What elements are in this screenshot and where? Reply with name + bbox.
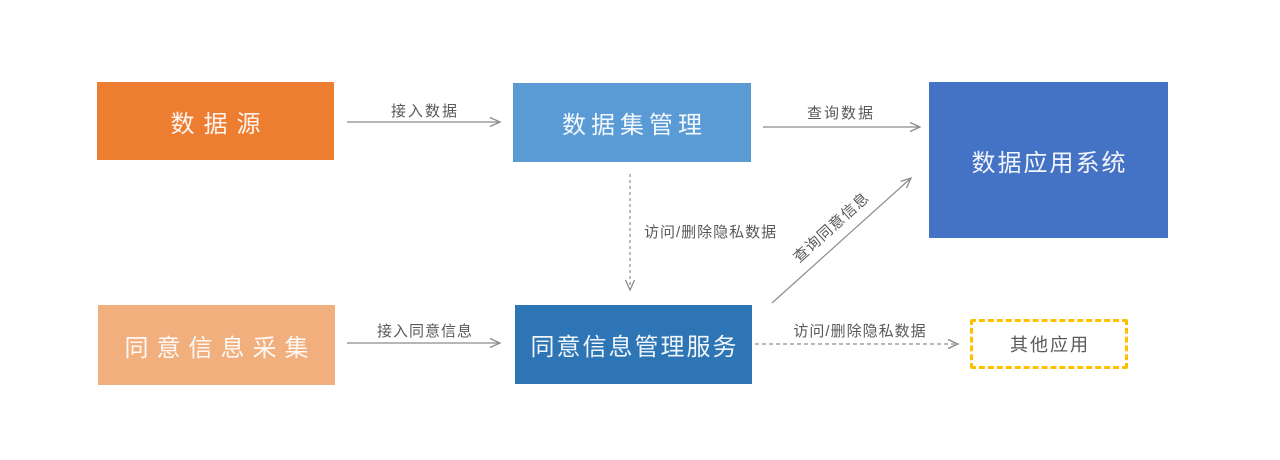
edge-query-consent-info-line bbox=[771, 176, 913, 304]
node-data-application-system-label: 数据应用系统 bbox=[971, 149, 1128, 177]
node-other-applications: 其他应用 bbox=[970, 319, 1128, 369]
edge-label-access-consent-info: 接入同意信息 bbox=[376, 323, 473, 340]
edge-label-query-data: 查询数据 bbox=[806, 105, 875, 122]
edge-label-access-delete-private-down: 访问/删除隐私数据 bbox=[644, 224, 778, 241]
node-data-source-label: 数据源 bbox=[170, 110, 270, 138]
node-data-source: 数据源 bbox=[97, 82, 334, 160]
node-consent-info-collection: 同意信息采集 bbox=[98, 305, 335, 385]
node-consent-management-service-label: 同意信息管理服务 bbox=[530, 334, 739, 361]
node-consent-management-service: 同意信息管理服务 bbox=[515, 305, 752, 384]
edge-label-access-delete-private-right: 访问/删除隐私数据 bbox=[793, 323, 927, 340]
edge-label-access-data: 接入数据 bbox=[390, 103, 459, 120]
node-consent-info-collection-label: 同意信息采集 bbox=[124, 334, 317, 362]
node-dataset-management-label: 数据集管理 bbox=[562, 112, 707, 139]
node-other-applications-label: 其他应用 bbox=[1010, 335, 1090, 355]
node-dataset-management: 数据集管理 bbox=[513, 83, 751, 162]
node-data-application-system: 数据应用系统 bbox=[929, 82, 1168, 238]
